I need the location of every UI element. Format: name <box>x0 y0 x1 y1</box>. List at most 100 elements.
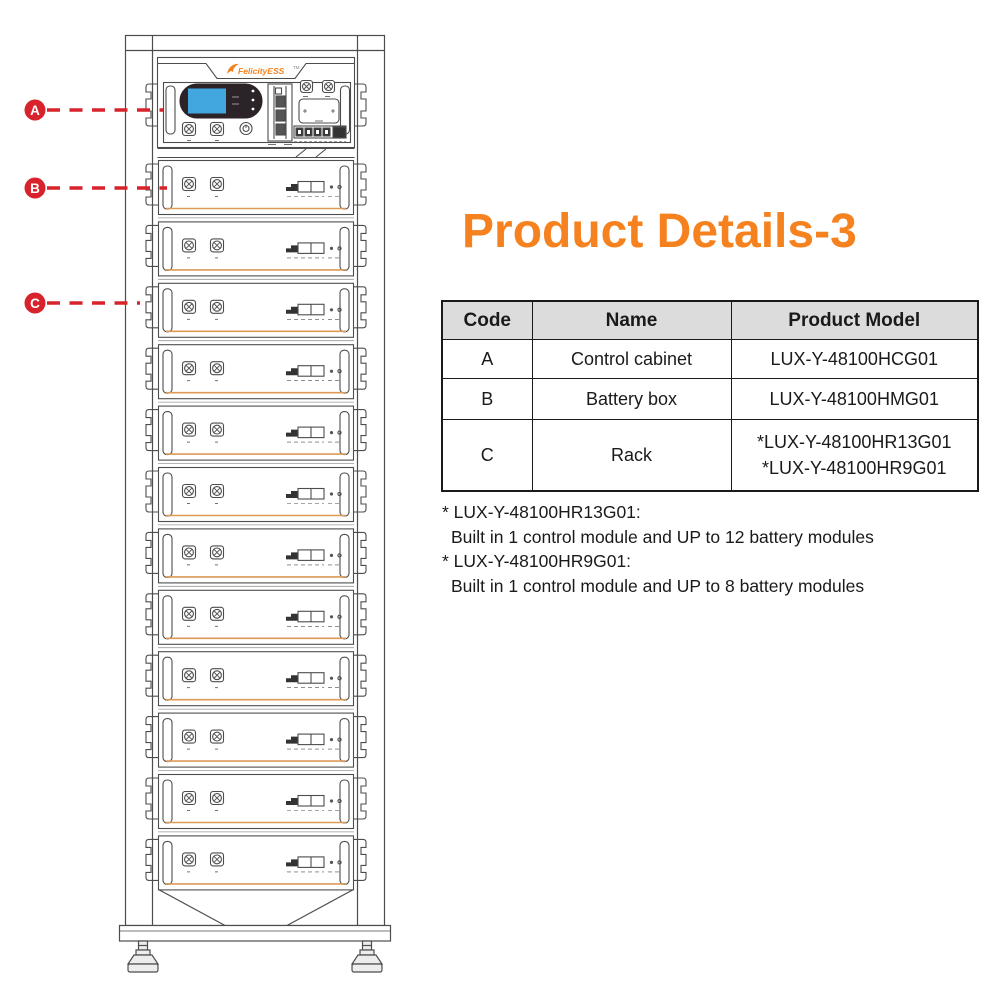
dc-connector <box>181 361 197 376</box>
cell-name: Battery box <box>531 378 732 420</box>
product-table: Code Name Product Model A Control cabine… <box>441 300 979 492</box>
note-body: Built in 1 control module and UP to 12 b… <box>451 526 874 547</box>
col-header-code: Code <box>441 300 533 340</box>
left-ear <box>145 409 158 452</box>
left-ear <box>145 347 158 390</box>
dc-connector <box>209 176 225 192</box>
dc-connector <box>181 790 197 806</box>
left-ear <box>145 531 158 574</box>
right-ear <box>354 409 367 452</box>
footnotes: * LUX-Y-48100HR13G01: Built in 1 control… <box>442 500 987 598</box>
left-ear <box>145 286 158 329</box>
model-line: *LUX-Y-48100HR13G01 <box>757 432 952 452</box>
cell-model: LUX-Y-48100HCG01 <box>730 339 979 379</box>
table-header-row: Code Name Product Model <box>441 300 979 340</box>
right-ear <box>354 347 367 390</box>
left-ear <box>145 716 158 759</box>
callout-c-letter: C <box>30 296 40 311</box>
left-ear <box>145 777 158 820</box>
battery-module <box>145 585 367 645</box>
breaker-cluster <box>286 672 342 689</box>
page-title: Product Details-3 <box>462 205 857 259</box>
callout-a: A <box>24 99 163 121</box>
note-title: * LUX-Y-48100HR9G01: <box>442 551 632 571</box>
right-ear <box>354 286 367 329</box>
right-ear <box>354 470 367 513</box>
dc-connector <box>209 668 225 683</box>
breaker-cluster <box>286 180 342 197</box>
right-ear <box>354 163 367 206</box>
dc-connector <box>209 729 225 744</box>
right-ear <box>354 777 367 820</box>
control-cabinet: FelicityESS TM <box>145 56 367 159</box>
fan-port <box>321 79 336 94</box>
battery-module <box>145 463 367 523</box>
battery-modules <box>145 159 367 891</box>
breaker-cluster <box>286 794 342 811</box>
rack-base <box>118 888 392 973</box>
callout-a-letter: A <box>30 103 40 118</box>
dc-connector <box>181 299 197 314</box>
rack-diagram: FelicityESS TM <box>24 34 392 973</box>
cell-name: Control cabinet <box>531 339 732 379</box>
battery-module <box>145 831 367 891</box>
left-ear <box>145 654 158 697</box>
dc-connector <box>209 483 225 499</box>
battery-module <box>145 647 367 707</box>
cell-code: C <box>441 419 533 492</box>
lcd-screen <box>188 88 226 114</box>
left-handle <box>165 85 176 135</box>
breaker-cluster <box>286 549 342 566</box>
dc-connector <box>209 790 225 806</box>
model-line: *LUX-Y-48100HR9G01 <box>762 458 947 478</box>
right-ear <box>354 654 367 697</box>
breaker <box>267 83 293 145</box>
table-row: C Rack *LUX-Y-48100HR13G01 *LUX-Y-48100H… <box>441 419 979 492</box>
left-ear <box>145 838 158 881</box>
dc-connector <box>209 238 225 253</box>
brand-name: FelicityESS <box>238 66 285 76</box>
dc-connector <box>181 176 197 192</box>
note-title: * LUX-Y-48100HR13G01: <box>442 502 641 522</box>
dc-connector <box>181 668 197 683</box>
right-ear <box>354 593 367 636</box>
callout-b: B <box>24 177 167 199</box>
dc-connector <box>181 483 197 499</box>
cell-name: Rack <box>531 419 732 492</box>
left-ear <box>145 224 158 267</box>
cell-code: A <box>441 339 533 379</box>
cover-plate <box>298 98 340 124</box>
power-button <box>239 121 253 136</box>
flame-icon <box>227 63 239 74</box>
left-ear <box>145 593 158 636</box>
breaker-cluster <box>286 856 342 873</box>
terminal-strip <box>293 125 347 142</box>
dc-connector <box>209 361 225 376</box>
logo-bezel <box>157 62 355 80</box>
dc-connector <box>181 238 197 253</box>
dc-connector <box>209 545 225 560</box>
dc-connector <box>181 545 197 560</box>
vent-slash <box>295 148 307 158</box>
battery-module <box>145 217 367 277</box>
left-ear <box>145 163 158 206</box>
cell-model: LUX-Y-48100HMG01 <box>730 378 979 420</box>
battery-module <box>145 340 367 400</box>
table-row: B Battery box LUX-Y-48100HMG01 <box>441 378 979 420</box>
battery-module <box>145 524 367 584</box>
dc-connector <box>181 422 197 437</box>
breaker-cluster <box>286 303 342 320</box>
breaker-cluster <box>286 365 342 382</box>
dc-connector <box>209 422 225 437</box>
cell-model: *LUX-Y-48100HR13G01 *LUX-Y-48100HR9G01 <box>730 419 979 492</box>
battery-module <box>145 708 367 768</box>
battery-module <box>145 159 367 216</box>
callout-c: C <box>24 292 140 314</box>
left-ear <box>145 83 157 127</box>
left-ear <box>145 470 158 513</box>
cell-code: B <box>441 378 533 420</box>
note-body: Built in 1 control module and UP to 8 ba… <box>451 575 865 596</box>
display-panel <box>179 83 263 119</box>
right-ear <box>354 838 367 881</box>
